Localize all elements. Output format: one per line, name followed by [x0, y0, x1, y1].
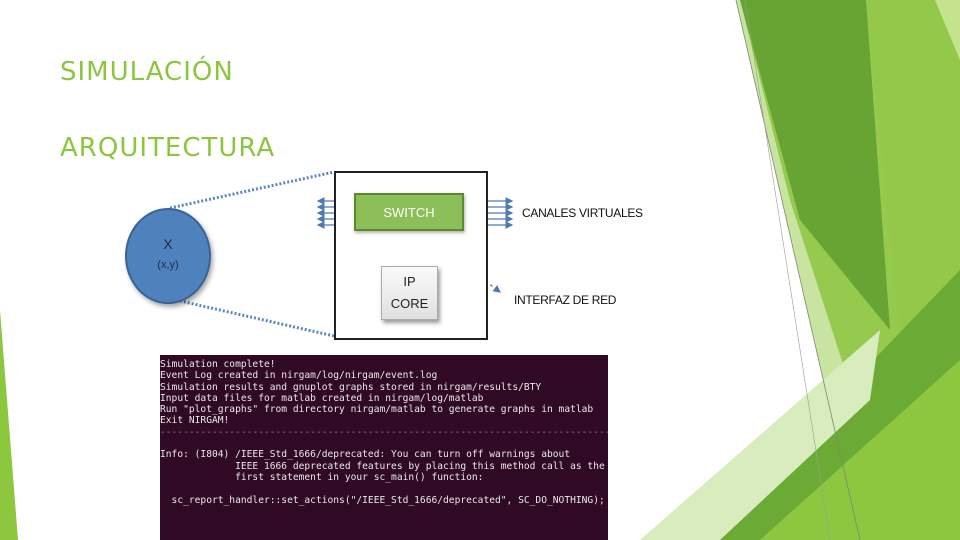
node-coordinates: (x,y): [157, 259, 179, 271]
terminal-line: Input data files for matlab created in n…: [160, 392, 484, 404]
switch-block: SWITCH: [354, 193, 464, 231]
terminal-line: first statement in your sc_main() functi…: [160, 471, 484, 483]
slide-subtitle: ARQUITECTURA: [60, 133, 276, 163]
terminal-line: Event Log created in nirgam/log/nirgam/e…: [160, 370, 438, 382]
terminal-line: Simulation results and gnuplot graphs st…: [160, 381, 542, 393]
node-label: X: [163, 236, 173, 252]
ip-core-block: IP CORE: [381, 266, 438, 320]
terminal-output: Simulation complete! Event Log created i…: [160, 355, 608, 540]
ip-core-label-line1: IP: [403, 274, 416, 289]
terminal-line: IEEE 1666 deprecated features by placing…: [160, 460, 605, 472]
ip-core-label-line2: CORE: [390, 296, 429, 311]
terminal-line: [160, 483, 608, 494]
terminal-line: [160, 438, 608, 449]
network-interface-label: INTERFAZ DE RED: [514, 293, 617, 307]
terminal-line: Info: (I804) /IEEE_Std_1666/deprecated: …: [160, 449, 571, 461]
slide-title: SIMULACIÓN: [60, 57, 234, 87]
terminal-line: Exit NIRGAM!: [160, 415, 230, 427]
terminal-line: Run "plot_graphs" from directory nirgam/…: [160, 404, 594, 416]
router-node: X (x,y): [125, 208, 211, 304]
virtual-channels-label: CANALES VIRTUALES: [522, 206, 643, 220]
terminal-line: sc_report_handler::set_actions("/IEEE_St…: [160, 494, 605, 506]
terminal-line: Simulation complete!: [160, 359, 276, 370]
terminal-separator: ----------------------------------------…: [160, 426, 608, 438]
